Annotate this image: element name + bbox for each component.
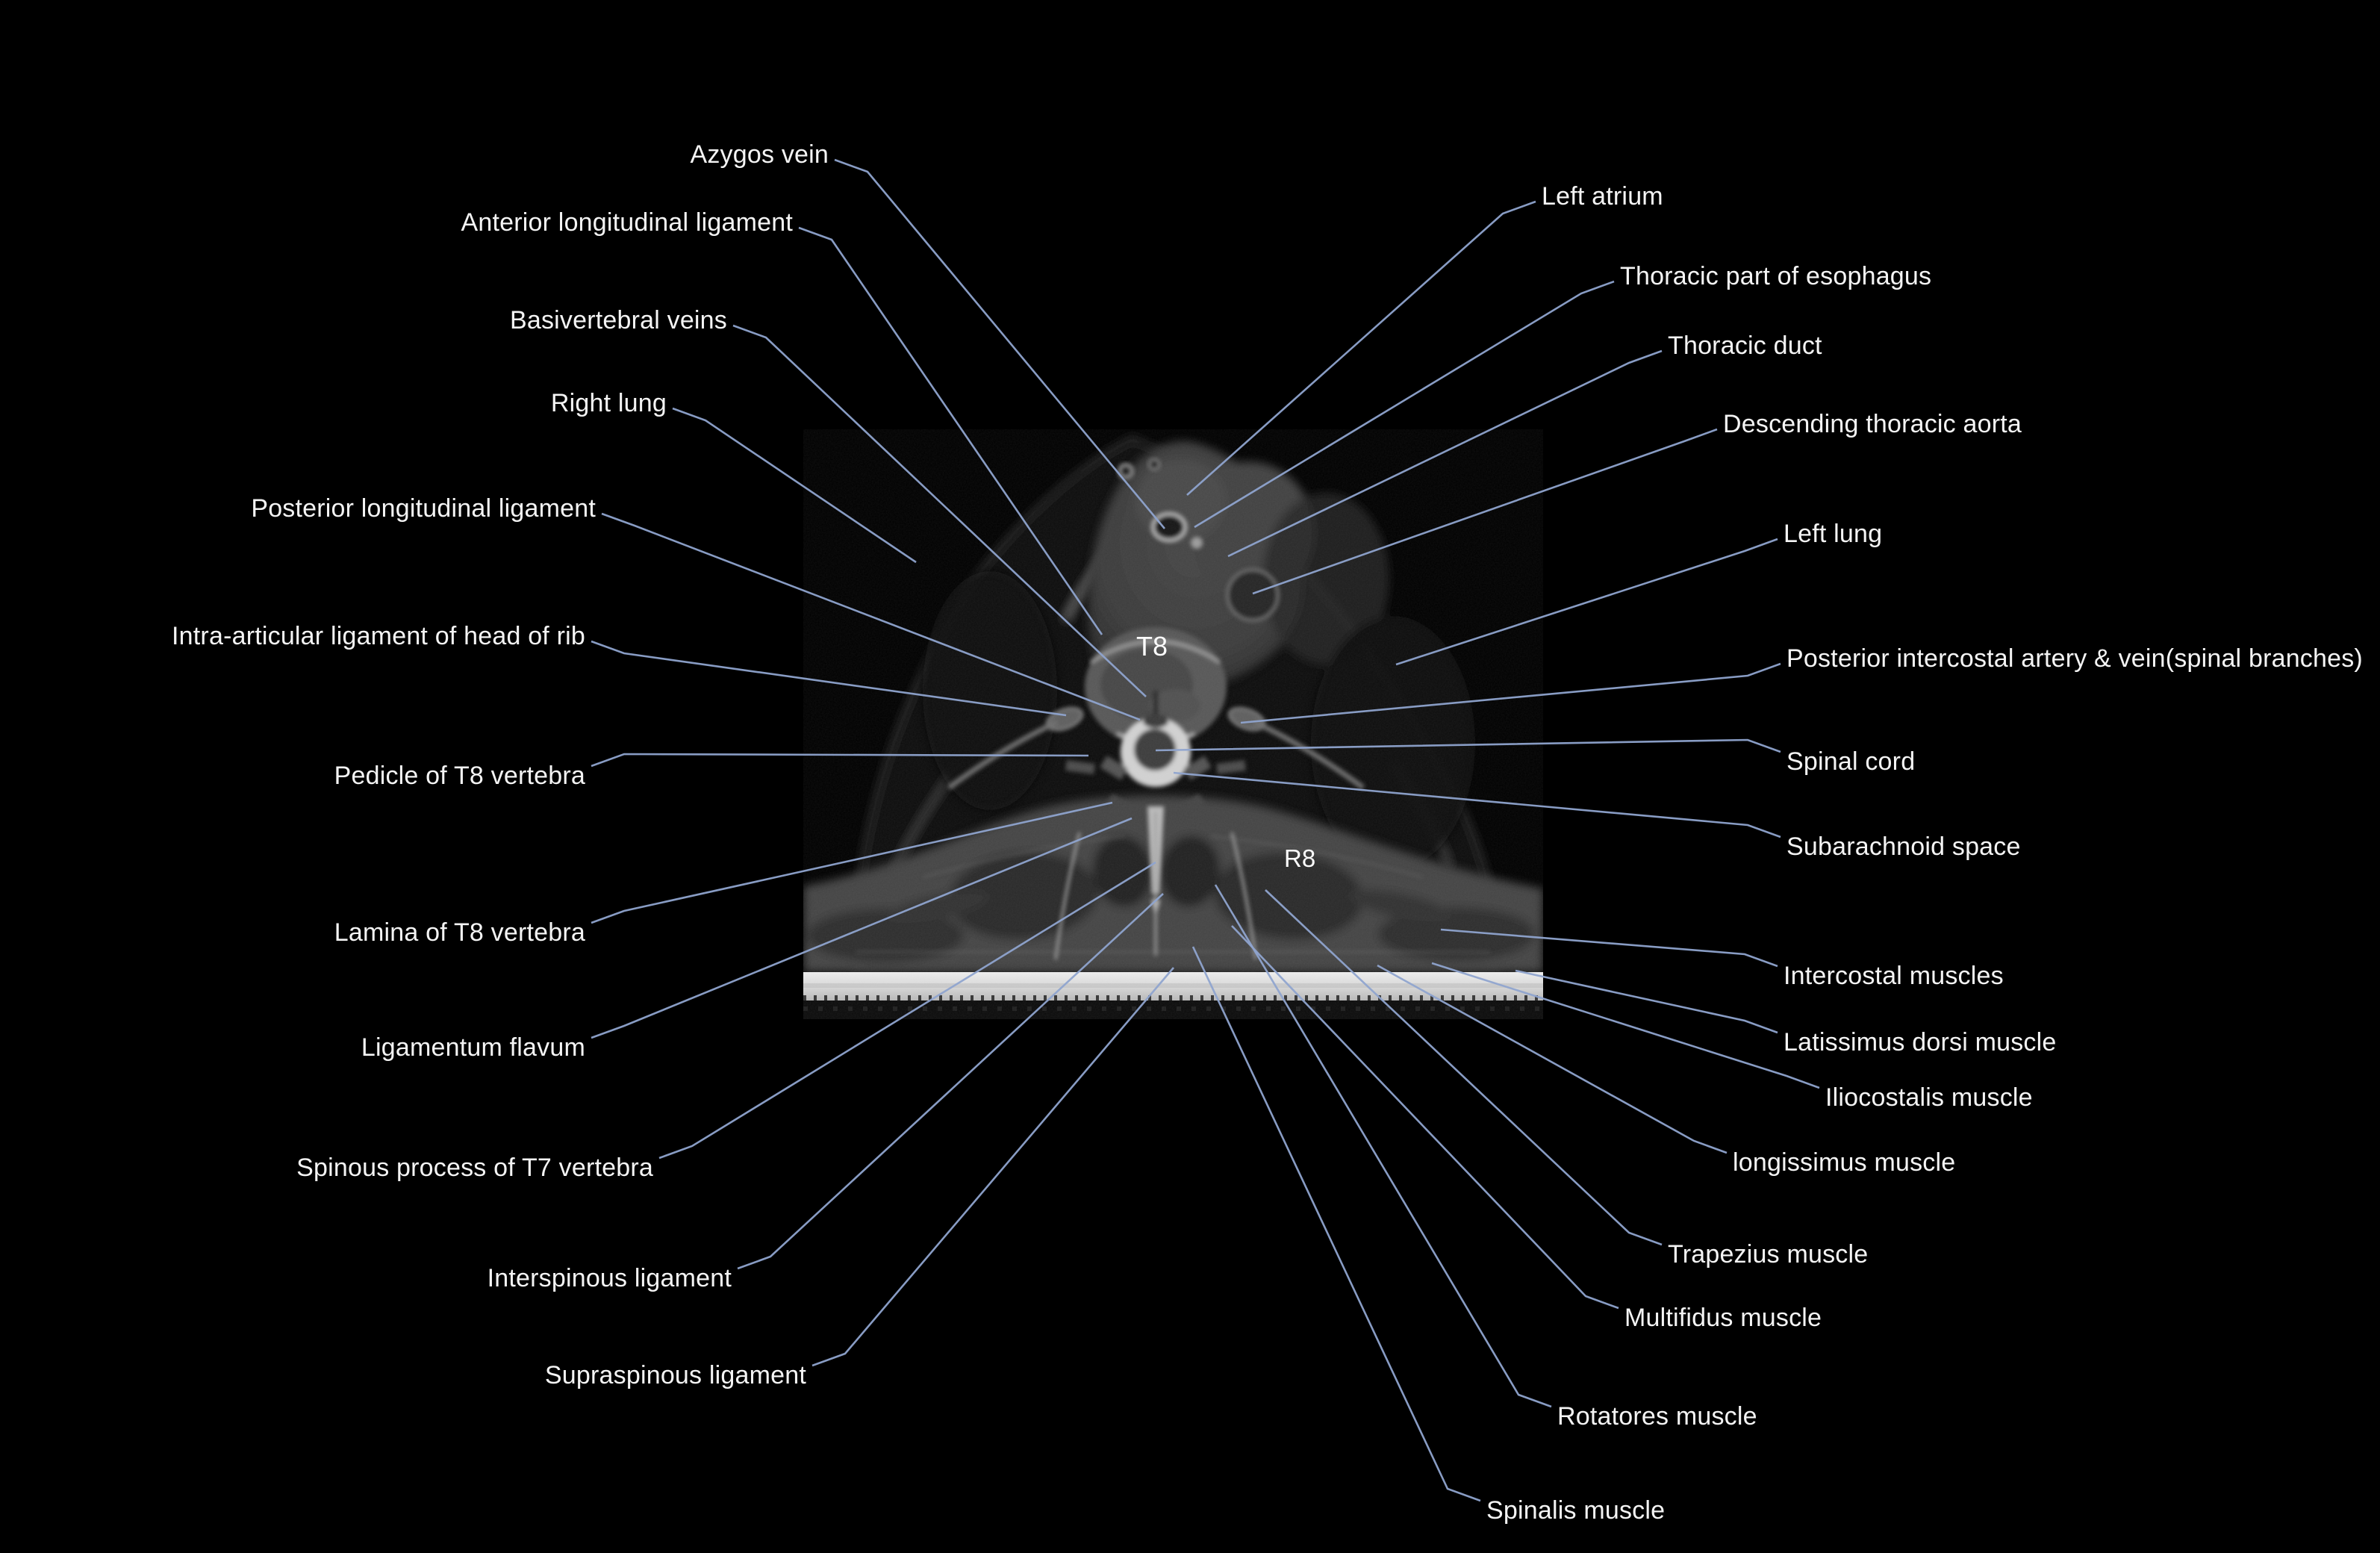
label-thoracic-duct: Thoracic duct	[1668, 332, 1822, 360]
label-descending-thoracic-aorta: Descending thoracic aorta	[1723, 410, 2022, 438]
label-supraspinous-ligament: Supraspinous ligament	[544, 1361, 806, 1389]
label-iliocostalis-muscle: Iliocostalis muscle	[1825, 1083, 2033, 1112]
label-interspinous-ligament: Interspinous ligament	[487, 1264, 732, 1292]
label-posterior-longitudinal-ligament: Posterior longitudinal ligament	[251, 494, 596, 523]
label-thoracic-part-of-esophagus: Thoracic part of esophagus	[1620, 262, 1932, 290]
label-lamina-of-t8-vertebra: Lamina of T8 vertebra	[334, 918, 585, 947]
label-latissimus-dorsi-muscle: Latissimus dorsi muscle	[1784, 1028, 2057, 1056]
label-rotatores-muscle: Rotatores muscle	[1557, 1402, 1757, 1431]
label-left-atrium: Left atrium	[1542, 182, 1663, 211]
rib-level-label: R8	[1284, 844, 1315, 872]
label-spinal-cord: Spinal cord	[1786, 747, 1916, 776]
label-spinous-process-of-t7-vertebra: Spinous process of T7 vertebra	[296, 1154, 653, 1182]
leader-line-spinalis-muscle	[1191, 946, 1481, 1502]
label-right-lung: Right lung	[550, 389, 667, 417]
mri-axial-image: T8 R8	[803, 429, 1543, 1019]
leader-line-latissimus-dorsi-muscle	[1515, 969, 1778, 1034]
label-ligamentum-flavum: Ligamentum flavum	[361, 1033, 585, 1062]
label-spinalis-muscle: Spinalis muscle	[1486, 1496, 1666, 1525]
label-trapezius-muscle: Trapezius muscle	[1668, 1240, 1869, 1269]
label-intercostal-muscles: Intercostal muscles	[1784, 962, 2004, 990]
label-intra-articular-ligament-of-head-of-rib: Intra-articular ligament of head of rib	[172, 622, 585, 650]
leader-line-supraspinous-ligament	[811, 967, 1174, 1367]
label-posterior-intercostal-artery-vein-spinal-branches: Posterior intercostal artery & vein(spin…	[1786, 644, 2363, 673]
label-azygos-vein: Azygos vein	[690, 140, 829, 169]
label-anterior-longitudinal-ligament: Anterior longitudinal ligament	[461, 208, 793, 237]
label-pedicle-of-t8-vertebra: Pedicle of T8 vertebra	[334, 762, 585, 790]
label-longissimus-muscle: longissimus muscle	[1733, 1148, 1956, 1177]
label-basivertebral-veins: Basivertebral veins	[509, 306, 727, 334]
label-subarachnoid-space: Subarachnoid space	[1786, 832, 2021, 861]
vertebra-level-label: T8	[1136, 631, 1168, 662]
label-multifidus-muscle: Multifidus muscle	[1624, 1304, 1822, 1332]
label-left-lung: Left lung	[1784, 520, 1883, 548]
